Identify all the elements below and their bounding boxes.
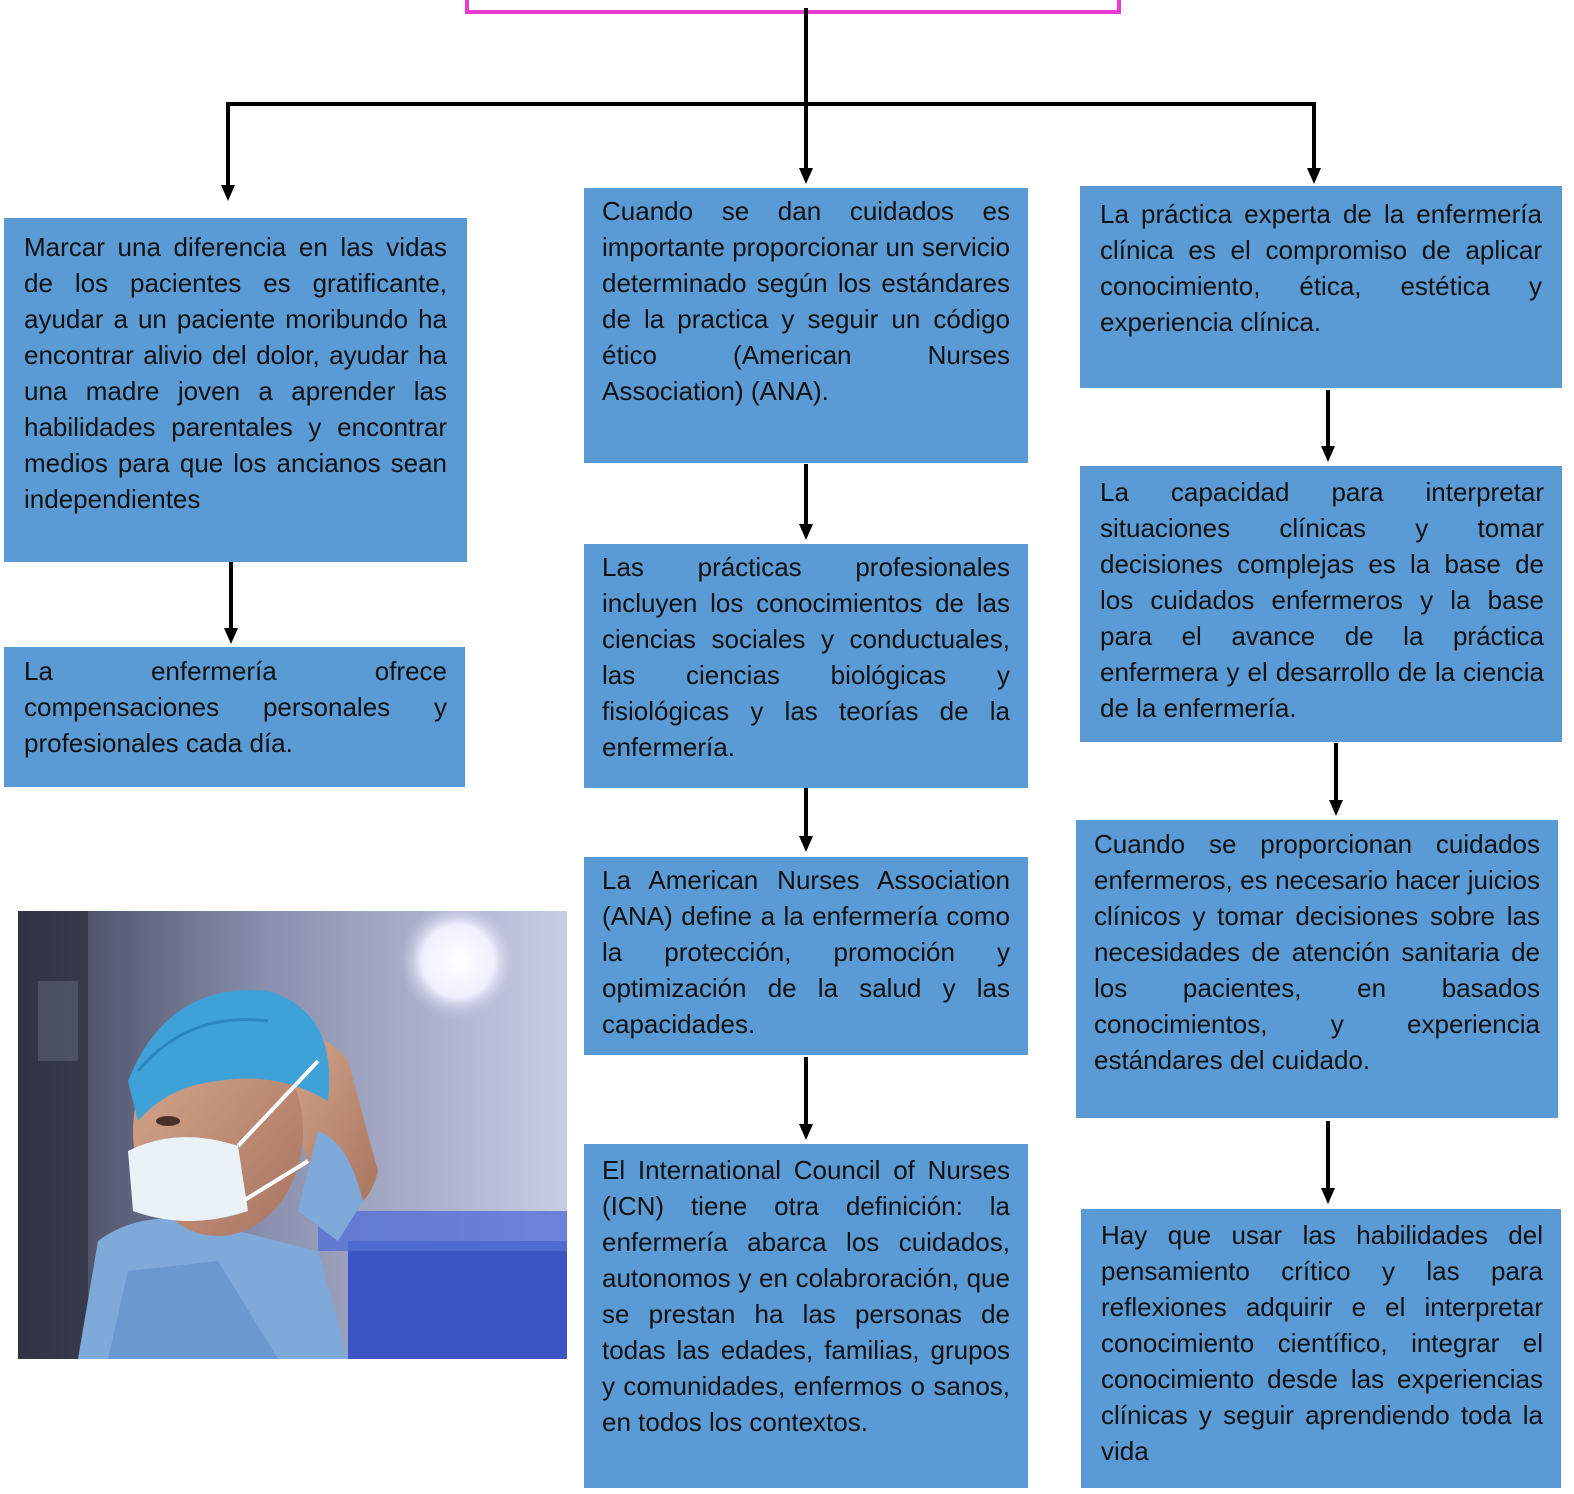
concept-text: La enfermería ofrece compensaciones pers… xyxy=(24,656,447,758)
title-box xyxy=(465,0,1121,14)
arrowhead-c3-2 xyxy=(1329,800,1343,816)
concept-box-c3-3: Cuando se proporcionan cuidados enfermer… xyxy=(1076,820,1558,1118)
arrowhead-c3-1 xyxy=(1321,446,1335,462)
arrowhead-c2-1 xyxy=(799,524,813,540)
concept-text: La práctica experta de la enfermería clí… xyxy=(1100,199,1542,337)
concept-box-c2-3: La American Nurses Association (ANA) def… xyxy=(584,857,1028,1055)
concept-box-c1-2: La enfermería ofrece compensaciones pers… xyxy=(4,647,465,787)
concept-text: La capacidad para interpretar situacione… xyxy=(1100,477,1544,723)
concept-text: Hay que usar las habilidades del pensami… xyxy=(1101,1220,1543,1466)
concept-text: El International Council of Nurses (ICN)… xyxy=(602,1155,1010,1437)
concept-box-c2-4: El International Council of Nurses (ICN)… xyxy=(584,1144,1028,1488)
concept-box-c1-1: Marcar una diferencia en las vidas de lo… xyxy=(4,218,467,562)
nurse-photo xyxy=(18,911,567,1359)
concept-text: La American Nurses Association (ANA) def… xyxy=(602,865,1010,1039)
concept-text: Marcar una diferencia en las vidas de lo… xyxy=(24,232,447,514)
concept-text: Las prácticas profesionales incluyen los… xyxy=(602,552,1010,762)
arrowhead-c2-2 xyxy=(799,836,813,852)
concept-box-c3-1: La práctica experta de la enfermería clí… xyxy=(1080,186,1562,388)
arrowhead-c1-top xyxy=(221,185,235,201)
concept-box-c2-1: Cuando se dan cuidados es importante pro… xyxy=(584,188,1028,463)
arrowhead-c2-3 xyxy=(799,1124,813,1140)
arrowhead-c2-top xyxy=(799,168,813,184)
arrowhead-c1-1 xyxy=(224,628,238,644)
concept-text: Cuando se dan cuidados es importante pro… xyxy=(602,196,1010,406)
concept-box-c3-2: La capacidad para interpretar situacione… xyxy=(1080,466,1562,742)
concept-text: Cuando se proporcionan cuidados enfermer… xyxy=(1094,829,1540,1075)
arrowhead-c3-3 xyxy=(1321,1188,1335,1204)
concept-box-c2-2: Las prácticas profesionales incluyen los… xyxy=(584,544,1028,788)
concept-box-c3-4: Hay que usar las habilidades del pensami… xyxy=(1081,1209,1561,1488)
arrowhead-c3-top xyxy=(1307,168,1321,184)
